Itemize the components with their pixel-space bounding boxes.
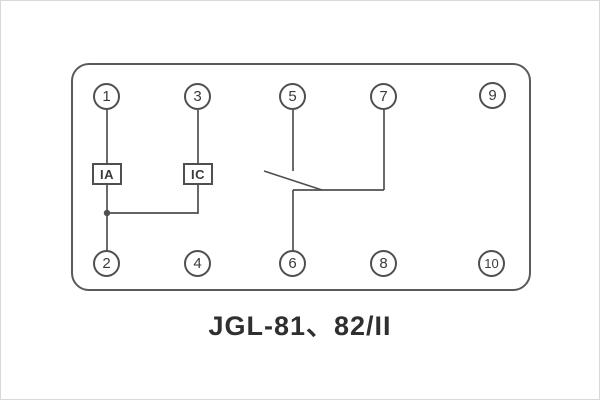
diagram-title: JGL-81、82/II: [208, 311, 392, 341]
contact-blade: [263, 170, 323, 191]
terminal-6: 6: [279, 250, 306, 277]
terminal-3: 3: [184, 83, 211, 110]
coil-box-ia: IA: [92, 163, 122, 185]
wire-group: [106, 110, 385, 251]
terminal-9: 9: [479, 82, 506, 109]
terminal-5: 5: [279, 83, 306, 110]
wire-ic-to-junction: [107, 185, 199, 214]
terminal-8: 8: [370, 250, 397, 277]
junction-dot: [103, 209, 111, 217]
terminal-7: 7: [370, 83, 397, 110]
terminal-4: 4: [184, 250, 211, 277]
relay-case-outline: [71, 63, 531, 291]
terminal-1: 1: [93, 83, 120, 110]
terminal-2: 2: [93, 250, 120, 277]
coil-box-ic: IC: [183, 163, 213, 185]
terminal-10: 10: [478, 250, 505, 277]
